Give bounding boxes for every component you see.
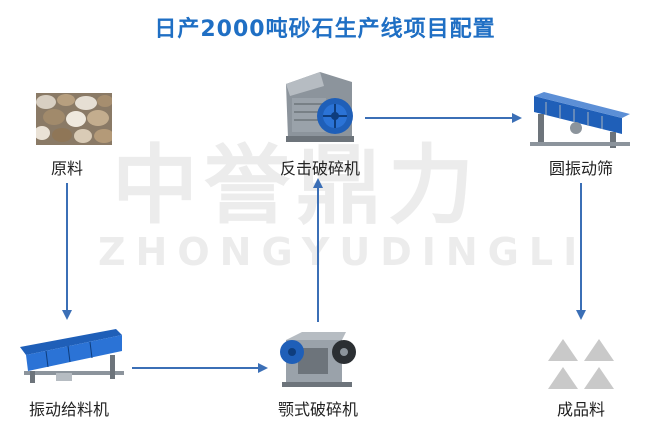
impact-crusher-icon [286, 72, 354, 142]
node-label-jaw-crusher: 颚式破碎机 [277, 400, 358, 419]
node-label-vibrating-feeder: 振动给料机 [28, 400, 109, 419]
node-label-impact-crusher: 反击破碎机 [279, 159, 360, 178]
node-label-finished-product: 成品料 [556, 400, 605, 419]
vibrating-screen-icon [530, 92, 630, 148]
node-label-vibrating-screen: 圆振动筛 [548, 159, 613, 178]
jaw-crusher-icon [280, 332, 356, 387]
gravel-pile-icon [36, 93, 112, 145]
diagram-title: 日产2000吨砂石生产线项目配置 [154, 17, 496, 42]
vibrating-feeder-icon [20, 329, 124, 383]
node-label-raw: 原料 [50, 159, 83, 178]
stockpile-triangles-icon [548, 339, 614, 389]
